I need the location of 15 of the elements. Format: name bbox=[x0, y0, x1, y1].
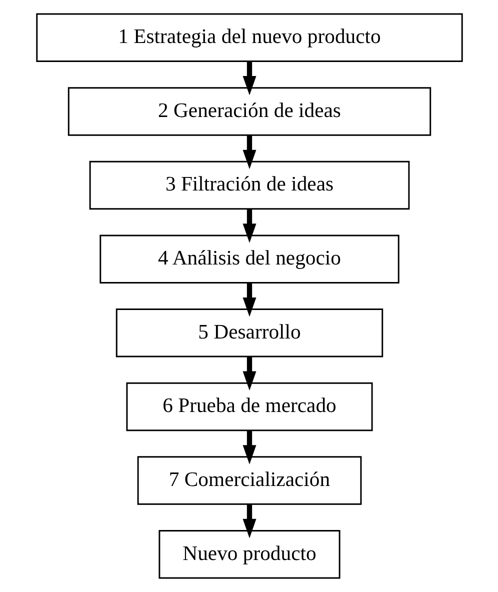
arrow bbox=[242, 504, 256, 538]
node-box: 3 Filtración de ideas bbox=[88, 160, 410, 210]
node-box: 1 Estrategia del nuevo producto bbox=[36, 13, 462, 62]
arrow bbox=[242, 62, 256, 96]
arrow bbox=[242, 283, 256, 317]
arrow bbox=[242, 209, 256, 243]
node-box: Nuevo producto bbox=[158, 530, 340, 579]
arrow bbox=[242, 135, 256, 170]
node-box: 2 Generación de ideas bbox=[67, 87, 431, 136]
node-box: 4 Análisis del negocio bbox=[99, 234, 399, 284]
node-box: 6 Prueba de mercado bbox=[126, 382, 372, 432]
arrow bbox=[242, 430, 256, 464]
node-box: 5 Desarrollo bbox=[115, 308, 383, 358]
arrow bbox=[242, 356, 256, 391]
node-box: 7 Comercialización bbox=[136, 456, 362, 505]
